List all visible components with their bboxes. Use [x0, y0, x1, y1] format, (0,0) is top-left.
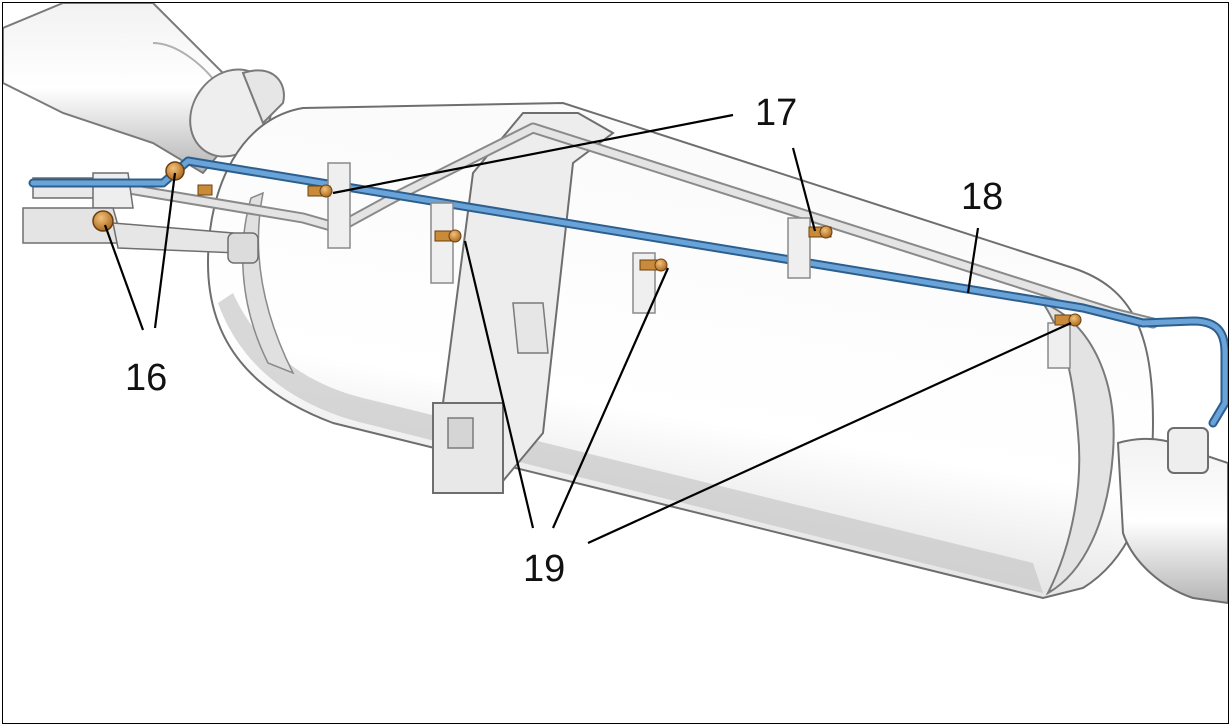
callout-18: 18: [961, 176, 1003, 218]
screw-19-b: [639, 258, 668, 272]
leader-19-b: [551, 267, 670, 529]
leader-18: [966, 227, 980, 294]
outlet-pipe: [1116, 427, 1228, 605]
clip-orange: [197, 184, 213, 196]
screw-17-right: [808, 225, 833, 239]
callout-17: 17: [755, 92, 797, 134]
screw-19-c: [1054, 313, 1082, 327]
leader-lines: [103, 113, 1072, 545]
leader-19-a: [463, 240, 535, 529]
screw-19-a: [434, 229, 462, 243]
leader-17-a: [332, 113, 734, 195]
leader-19-c: [587, 321, 1072, 545]
nut-16-lower: [92, 210, 114, 232]
fasteners: [92, 161, 1082, 327]
blue-pressure-pipe: [28, 156, 1228, 428]
exhaust-diagram: 16 17 18 19: [3, 3, 1228, 605]
screw-17-left: [307, 184, 333, 198]
leader-16-b: [103, 224, 145, 331]
leader-16-a: [153, 172, 177, 329]
pipe-brackets: [327, 162, 1071, 369]
callout-19: 19: [523, 548, 565, 590]
callout-16: 16: [125, 357, 167, 399]
leader-17-b: [791, 147, 817, 232]
